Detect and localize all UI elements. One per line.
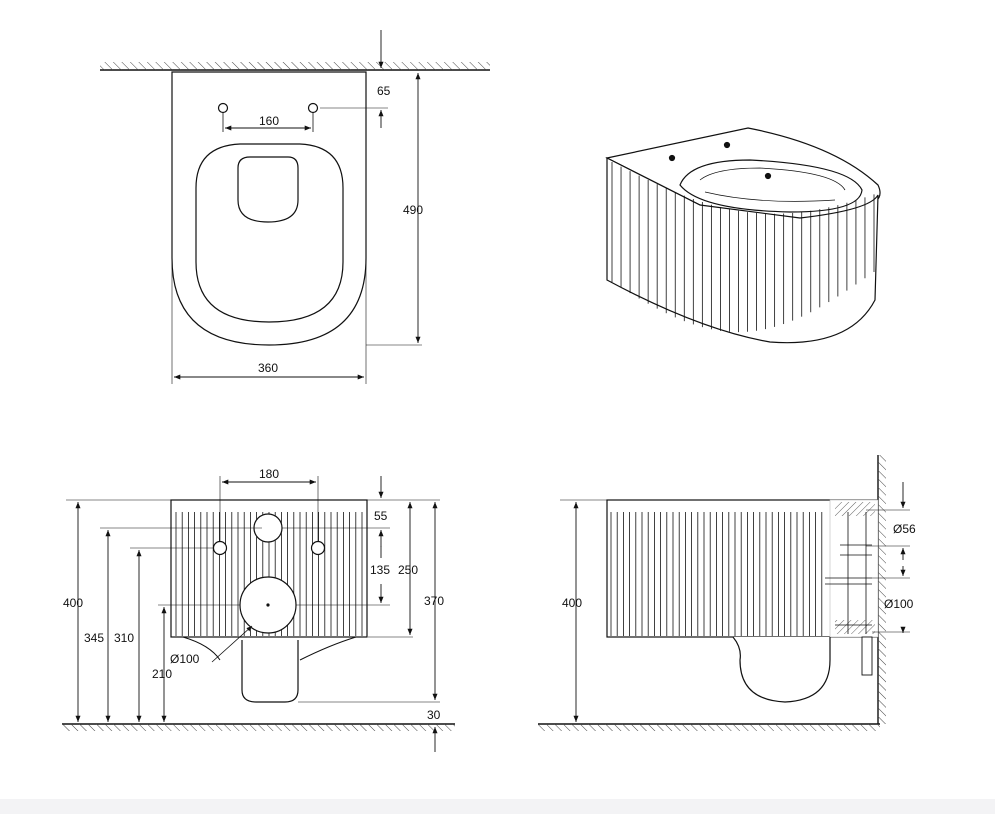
dim-front-310: 310 — [114, 631, 134, 645]
dim-front-dia100: Ø100 — [170, 652, 200, 666]
side-connection-zone — [829, 499, 879, 638]
dim-side-dia100: Ø100 — [884, 597, 914, 611]
side-wall — [877, 455, 886, 724]
footer-bar — [0, 799, 995, 814]
dim-front-135: 135 — [370, 563, 390, 577]
dim-top-160: 160 — [259, 114, 279, 128]
front-floor — [62, 723, 455, 731]
top-rim-outline — [195, 143, 344, 323]
drawing-canvas: 160 65 490 360 — [62, 30, 916, 752]
top-bowl-outline — [171, 71, 367, 346]
dim-front-210: 210 — [152, 667, 172, 681]
dim-front-180: 180 — [259, 467, 279, 481]
dim-front-400: 400 — [63, 596, 83, 610]
side-floor — [538, 723, 880, 731]
dim-front-30: 30 — [427, 708, 441, 722]
isometric-flutes — [611, 162, 875, 333]
dim-top-360: 360 — [258, 361, 278, 375]
dim-front-250: 250 — [398, 563, 418, 577]
front-outlet — [241, 640, 299, 703]
front-view — [62, 476, 455, 752]
side-flutes — [610, 512, 823, 636]
isometric-view — [605, 127, 881, 344]
top-fixing-hole-left — [217, 102, 229, 114]
dim-side-dia56: Ø56 — [893, 522, 916, 536]
dim-front-55: 55 — [374, 509, 388, 523]
side-pedestal — [732, 636, 831, 703]
top-fixing-hole-right — [307, 102, 319, 114]
dim-top-490: 490 — [403, 203, 423, 217]
front-skirt — [182, 636, 357, 661]
dim-front-370: 370 — [424, 594, 444, 608]
side-view — [538, 455, 910, 731]
top-bowl-opening — [237, 156, 299, 223]
dim-front-345: 345 — [84, 631, 104, 645]
top-view — [100, 30, 490, 384]
dim-side-400: 400 — [562, 596, 582, 610]
top-wall — [100, 62, 490, 71]
front-fix-right — [310, 540, 326, 556]
front-fix-left — [212, 540, 228, 556]
dim-top-65: 65 — [377, 84, 391, 98]
